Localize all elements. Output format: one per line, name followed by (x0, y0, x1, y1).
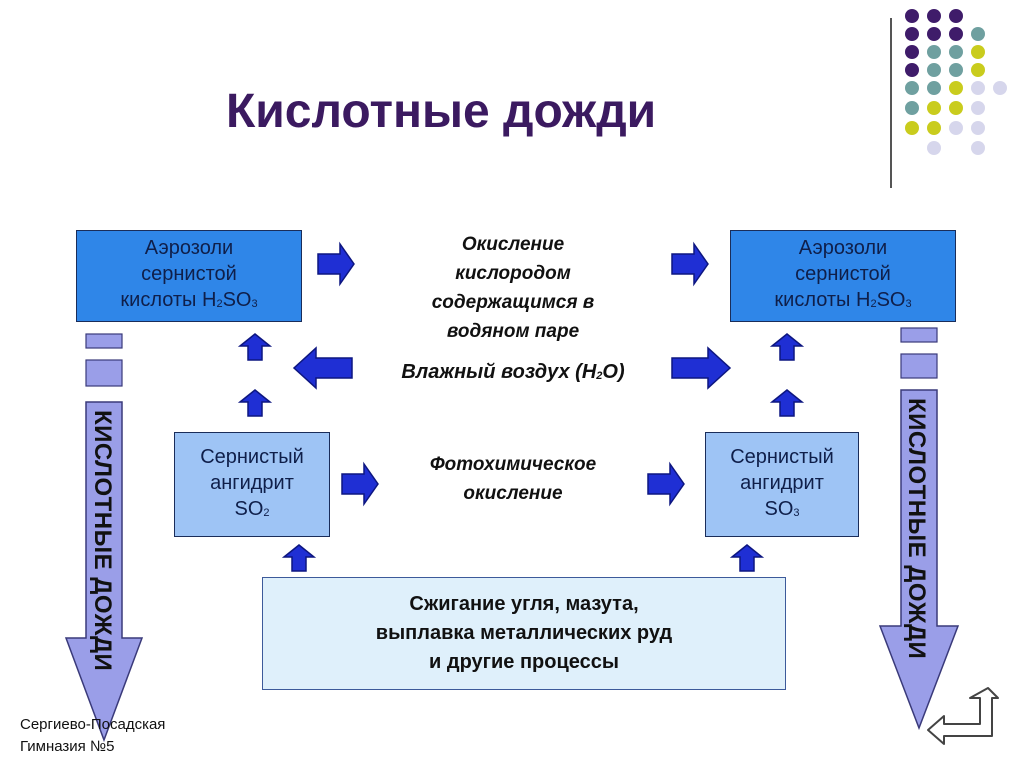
up-arrow-icon (281, 544, 317, 572)
aerosol-right-line-2: сернистой (795, 263, 891, 285)
decorative-dot (949, 27, 963, 41)
decorative-dot (927, 45, 941, 59)
decorative-dot (905, 63, 919, 77)
right-arrow-icon (317, 241, 355, 287)
footer-text: Сергиево-Посадская Гимназия №5 (20, 716, 166, 755)
aerosol-right-formula: кислоты H2SO3 (774, 289, 912, 311)
decorative-dot (949, 63, 963, 77)
decorative-dot (971, 63, 985, 77)
divider-line (890, 18, 892, 188)
decorative-dot (949, 81, 963, 95)
slide-title: Кислотные дожди (226, 85, 657, 138)
decorative-dot (905, 9, 919, 23)
anhydride-box-right: Сернистый ангидрит SO3 (705, 432, 859, 537)
decorative-dot (905, 45, 919, 59)
right-arrow-icon (341, 461, 379, 507)
acid-rain-arrow-right (878, 327, 960, 731)
anhydride-left-formula: SO2 (234, 497, 270, 520)
sources-box: Сжигание угля, мазута, выплавка металлич… (262, 577, 786, 690)
decorative-dot (993, 81, 1007, 95)
decorative-dot (927, 9, 941, 23)
aerosol-box-left: Аэрозоли сернистой кислоты H2SO3 (76, 230, 302, 322)
oxidation-label: Окисление кислородом содержащимся в водя… (431, 234, 595, 342)
decorative-dot (905, 101, 919, 115)
decorative-dot (949, 45, 963, 59)
left-arrow-icon (292, 346, 353, 390)
acid-rain-arrow-left (64, 333, 144, 743)
anhydride-box-left: Сернистый ангидрит SO2 (174, 432, 330, 537)
up-arrow-icon (237, 389, 273, 417)
decorative-dot (971, 101, 985, 115)
decorative-dot (949, 101, 963, 115)
aerosol-left-line-2: сернистой (141, 263, 237, 285)
decorative-dot (927, 27, 941, 41)
photochemical-label: Фотохимическое окисление (429, 454, 597, 504)
up-arrow-icon (769, 389, 805, 417)
aerosol-right-line-1: Аэрозоли (798, 237, 888, 259)
decorative-dot (927, 81, 941, 95)
up-arrow-icon (769, 333, 805, 361)
decorative-dot (949, 121, 963, 135)
decorative-dot (905, 81, 919, 95)
humid-air-label: Влажный воздух (H2O) (401, 361, 625, 383)
decorative-dot (971, 27, 985, 41)
acid-rain-text-right: КИСЛОТНЫЕ ДОЖДИ (903, 398, 930, 660)
decorative-dot (971, 121, 985, 135)
up-arrow-icon (237, 333, 273, 361)
decorative-dot (905, 27, 919, 41)
decorative-dot (971, 81, 985, 95)
aerosol-left-formula: кислоты H2SO3 (120, 289, 258, 311)
aerosol-left-line-1: Аэрозоли (144, 237, 234, 259)
decorative-dot (971, 141, 985, 155)
right-arrow-icon (671, 241, 709, 287)
up-arrow-icon (729, 544, 765, 572)
decorative-dot (927, 63, 941, 77)
acid-rain-text-left: КИСЛОТНЫЕ ДОЖДИ (89, 410, 116, 672)
decorative-dot (949, 9, 963, 23)
right-arrow-icon (671, 346, 732, 390)
decorative-dot (905, 121, 919, 135)
decorative-dot (927, 121, 941, 135)
decorative-dot (971, 45, 985, 59)
decorative-dot (927, 141, 941, 155)
return-arrow-icon[interactable] (926, 687, 1000, 748)
right-arrow-icon (647, 461, 685, 507)
decorative-dot (927, 101, 941, 115)
aerosol-box-right: Аэрозоли сернистой кислоты H2SO3 (730, 230, 956, 322)
anhydride-right-formula: SO3 (764, 497, 800, 520)
